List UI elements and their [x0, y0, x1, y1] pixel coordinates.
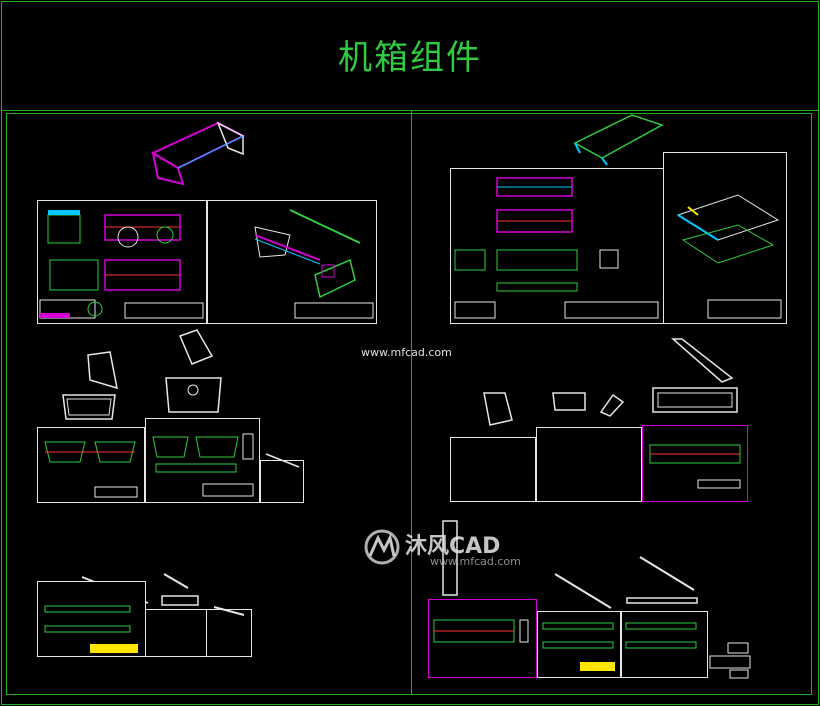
- panel-outline-1: [62, 394, 116, 420]
- drawing-sheet-7: [145, 609, 207, 657]
- title-separator: [1, 110, 819, 111]
- drawing-sheet-3: [37, 427, 145, 503]
- channel-part-3: [626, 597, 698, 604]
- page-title: 机箱组件: [338, 38, 482, 78]
- mfcad-logo-domain: www.mfcad.com: [430, 555, 521, 568]
- sheet-1-content: [39, 210, 204, 319]
- mfcad-logo-text: 沐风CAD: [405, 534, 501, 559]
- rail-part-small: [163, 573, 189, 589]
- channel-part-1: [161, 595, 199, 606]
- sheet-15-content: [542, 622, 697, 671]
- drawing-sheet-9: [450, 168, 664, 324]
- side-panel-sketch-4: [552, 392, 586, 411]
- drawing-sheet-16: [621, 611, 708, 678]
- angle-part-sketch: [265, 453, 300, 468]
- side-panel-sketch-3: [483, 392, 513, 426]
- mfcad-logo-icon: [364, 529, 400, 565]
- sheet-4-content: [152, 433, 254, 497]
- chassis-3d-view-topleft: [150, 121, 246, 186]
- panel-outline-2: [165, 377, 222, 413]
- long-panel-part: [671, 338, 734, 383]
- drawing-sheet-12: [536, 427, 642, 502]
- sheet-14-content: [433, 619, 529, 643]
- rail-part-bottomright-2: [639, 556, 695, 591]
- center-divider: [411, 110, 412, 694]
- side-panel-sketch-2: [178, 329, 214, 365]
- rail-part-bottomright-1: [554, 573, 612, 609]
- sheet-6-content: [44, 605, 138, 653]
- chassis-3d-view-topright: [573, 114, 664, 166]
- sheet-13-content: [649, 444, 741, 489]
- sheet-3-content: [44, 441, 138, 498]
- drawing-sheet-14: [428, 599, 537, 678]
- inner-frame: [6, 113, 812, 695]
- site-url: www.mfcad.com: [361, 346, 452, 359]
- sheet-2-content: [254, 209, 374, 319]
- small-parts-cluster: [709, 642, 751, 679]
- sheet-10-content: [676, 194, 782, 319]
- tall-bar-part: [442, 520, 458, 596]
- drawing-sheet-8: [206, 609, 252, 657]
- drawing-sheet-5: [260, 460, 304, 503]
- channel-part-2: [213, 606, 245, 616]
- side-panel-sketch-1: [87, 351, 118, 390]
- side-panel-sketch-5: [599, 393, 625, 417]
- drawing-sheet-11: [450, 437, 536, 502]
- sheet-9-content: [454, 177, 659, 319]
- frame-outline-1: [652, 387, 738, 413]
